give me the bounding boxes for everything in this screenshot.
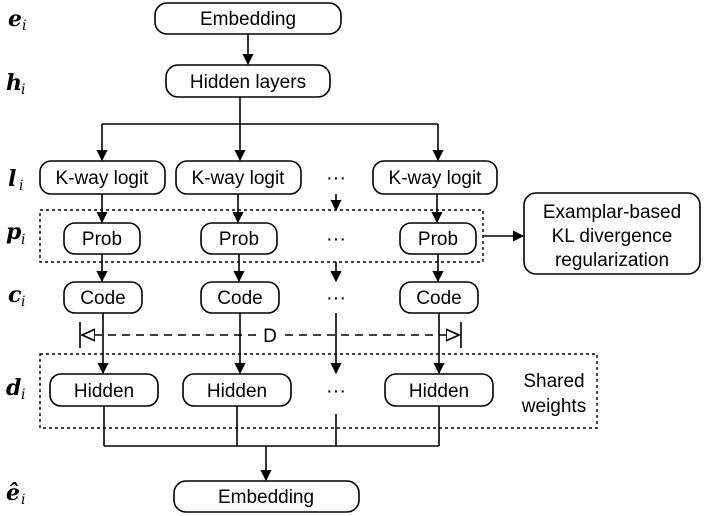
logit-label-1: K-way logit [56,168,150,189]
svg-text:e: e [8,6,22,32]
svg-text:h: h [6,70,22,96]
row-label-ehat: ê i [6,480,25,508]
svg-text:p: p [6,219,22,245]
ellipsis-prob: ··· [326,228,346,250]
row-label-l: l i [8,166,23,194]
logit-label-2: K-way logit [192,168,286,189]
svg-text:c: c [8,282,22,308]
svg-text:i: i [21,387,25,403]
prob-label-3: Prob [418,229,458,250]
hidden-label-1: Hidden [74,381,134,402]
row-label-h: h i [6,70,25,98]
hidden-label-2: Hidden [207,381,267,402]
svg-text:i: i [21,294,25,310]
svg-text:i: i [21,232,25,248]
embedding-bottom-node [173,480,360,513]
svg-text:i: i [21,492,25,508]
row-label-p: p i [6,219,25,248]
svg-text:l: l [8,166,16,192]
prob-label-2: Prob [219,229,259,250]
row-label-d: d i [6,375,25,403]
kl-regularization-node [523,192,701,275]
ellipsis-code: ··· [326,287,346,309]
embedding-bottom-label: Embedding [218,487,314,508]
ellipsis-logit: ··· [326,167,346,189]
kl-label-line3: regularization [555,250,669,271]
svg-text:ê: ê [6,480,20,506]
shared-weights-line1: Shared [523,371,584,392]
kl-label-line2: KL divergence [552,226,673,247]
hidden-label-3: Hidden [409,381,469,402]
shared-weights-line2: weights [521,396,586,417]
prob-label-1: Prob [82,229,122,250]
row-label-c: c i [8,282,25,310]
svg-text:d: d [6,375,21,401]
code-label-3: Code [416,288,461,309]
logit-label-3: K-way logit [389,168,483,189]
ellipsis-hidden: ··· [326,380,346,402]
svg-text:i: i [19,178,23,194]
code-label-1: Code [80,288,125,309]
hidden-layers-label: Hidden layers [190,72,306,93]
row-label-e: e i [8,6,26,34]
distance-label: D [263,326,277,347]
embedding-top-label: Embedding [200,9,296,30]
shared-weights-group-box [39,353,598,429]
svg-text:i: i [21,82,25,98]
kl-label-line1: Examplar-based [543,202,681,223]
svg-text:i: i [22,18,26,34]
hidden-layers-node [165,64,331,98]
logit-node-3 [372,160,498,195]
code-label-2: Code [217,288,262,309]
